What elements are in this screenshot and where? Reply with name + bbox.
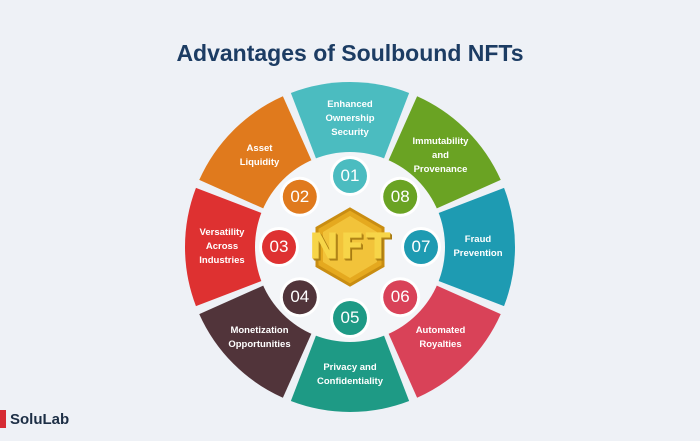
segment-label-03: Versatility Across Industries [199, 227, 245, 266]
segment-label-04: Monetization Opportunities [228, 324, 291, 350]
badge-number-08: 08 [390, 186, 410, 206]
badge-03 [262, 230, 296, 264]
badge-number-03: 03 [269, 237, 289, 256]
nft-hexagon-icon [315, 207, 385, 287]
segment-label-07: Fraud Prevention [453, 234, 503, 259]
nft-label: NFT [308, 226, 392, 268]
badge-07 [404, 230, 438, 264]
segment-label-08: Immutability and Provenance [412, 136, 469, 176]
badge-number-01: 01 [340, 166, 360, 185]
segment-label-06: Automated Royalties [415, 324, 466, 350]
badge-number-02: 02 [290, 186, 310, 206]
logo-text: SoluLab [10, 410, 70, 428]
badge-number-07: 07 [411, 237, 431, 256]
badge-06 [383, 280, 418, 315]
page-title: Advantages of Soulbound NFTs [176, 40, 524, 66]
badge-05 [333, 301, 367, 335]
segment-label-02: Asset Liquidity [239, 143, 280, 169]
segment-label-01: Enhanced Ownership Security [325, 99, 375, 138]
badge-04 [282, 280, 317, 315]
logo-mark-icon [0, 410, 6, 428]
badge-number-04: 04 [290, 287, 310, 307]
badge-02 [282, 179, 317, 214]
badge-number-05: 05 [340, 308, 360, 327]
badge-number-06: 06 [390, 287, 410, 307]
badge-08 [383, 179, 418, 214]
solulab-logo: SoluLab [0, 404, 69, 434]
segment-label-05: Privacy and Confidentiality [317, 362, 383, 387]
badge-01 [333, 159, 367, 193]
